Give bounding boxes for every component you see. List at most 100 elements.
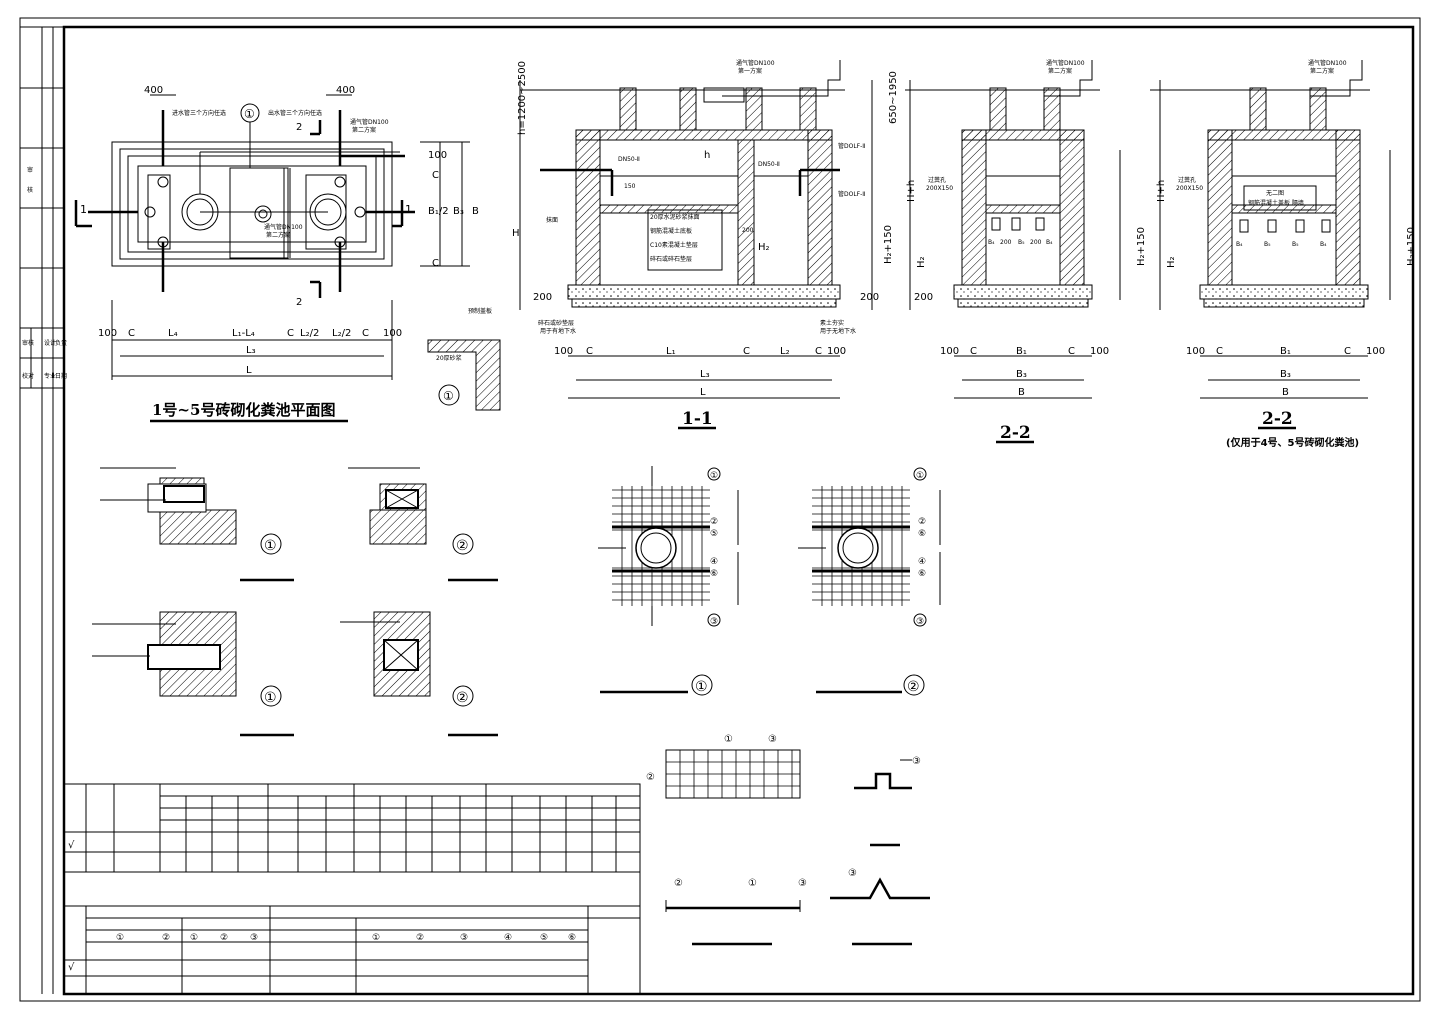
s22a-d200b: 200 [1030,239,1042,246]
plan-inlet-note: 进水管三个方向任选 [172,109,226,117]
plan-dim-Cc: C [362,328,369,339]
detail1-note1: 预制盖板 [468,307,492,315]
s22b-H2: H₂ [1166,256,1177,268]
table1-check: √ [68,840,75,851]
s22a-caption: 2-2 [1000,423,1031,443]
bend-mark: ③ [848,868,857,879]
rb2-mark-5: ③ [916,617,924,627]
rb1-caption: ① [695,679,708,695]
s11-note-0: 20厚水泥砂浆抹面 [650,213,700,221]
table2-mark-4: ③ [250,933,258,943]
s22a-H2: H₂ [916,256,927,268]
bar-detail: ② ① ③ [665,878,807,946]
rebar-detail-1: ① ② ⑤ ④ ⑥ ③ ① [598,466,739,696]
rb2-mark-1: ② [918,517,926,527]
plan-dim-100b: 100 [383,328,402,339]
s11-bottom-l2: 用于有地下水 [540,327,576,335]
table2-mark-6: ② [416,933,424,943]
plan-section-1-left: 1 [80,203,87,216]
s11-dim-100a: 100 [554,346,573,357]
s22a-Cb: C [1068,346,1075,357]
rb2-mark-3: ④ [918,557,926,567]
s11-caption: 1-1 [682,409,713,429]
table2-mark-0: ① [116,933,124,943]
rb1-mark-5: ③ [710,617,718,627]
tb-text-2: 核 [27,186,33,194]
wall-detail-2a-callout: ② [456,538,469,554]
s11-dim-Ca: C [586,346,593,357]
s11-bottom-l: 碎石或砂垫层 [538,319,574,327]
s22b-caption: 2-2 [1262,409,1293,429]
s11-vent: 通气管DN100 [736,59,775,67]
s11-bottom-r: 素土夯实 [820,319,844,327]
plan-vent-note2: 第二方案 [352,126,376,134]
rb2-mark-4: ⑥ [918,569,926,579]
s22b-b5b: B₅ [1292,241,1299,248]
section-1-1: 20厚水泥砂浆抹面 钢筋混凝土底板 C10素混凝土垫层 碎石或碎石垫层 DN50… [512,59,899,430]
s11-bottom-r2: 用于无地下水 [820,327,856,335]
tb-text-4: 校对 [22,372,34,380]
wall-detail-2b: ② [340,611,498,737]
s22b-H2plus: H₂+150 [1406,227,1417,266]
s11-range2: 650~1950 [888,71,899,124]
hook-detail: ③ [854,756,921,847]
s22a-B: B [1018,387,1025,398]
s11-note-3: 碎石或碎石垫层 [650,255,692,263]
s22a-Ca: C [970,346,977,357]
s22b-d100a: 100 [1186,346,1205,357]
rb2-mark-0: ① [916,471,924,481]
s22b-B: B [1282,387,1289,398]
table-1: √ [63,783,641,873]
detail-1-cover: 预制盖板 20厚砂浆 ① [427,307,501,411]
s22a-B1: B₁ [1016,346,1027,357]
s11-dim-100b: 100 [827,346,846,357]
plan-dim-Ca: C [128,328,135,339]
plan-vent-note: 通气管DN100 [350,118,389,126]
s22a-b4b: B₄ [1046,239,1053,246]
s11-dim-L: L [700,387,706,398]
s11-d200: 200 [533,292,552,303]
bar-mark-0: ② [674,878,683,889]
s22a-d200: 200 [1000,239,1012,246]
rb2-caption: ② [907,679,920,695]
plan-vent-center2: 第二方案 [266,231,290,239]
wall-detail-1b-callout: ① [264,690,277,706]
plan-dim-rB: B [472,206,479,217]
table2-mark-5: ① [372,933,380,943]
plan-dim-rB3: B₃ [453,206,464,217]
plan-section-2-top: 2 [296,122,302,133]
s22a-H2plus: H₂+150 [1136,227,1147,266]
s22a-b4: B₄ [988,239,995,246]
s11-h: h [704,150,710,161]
s11-H2: H₂ [758,242,770,253]
rb1-mark-1: ② [710,517,718,527]
s22b-sign-sub: 钢筋混凝土盖板 隔墙 [1248,199,1304,207]
rebar-detail-2: ① ② ⑥ ④ ⑥ ③ ② [798,467,941,696]
s11-dim-L1: L₁ [666,346,676,357]
table-2: ① ② ① ② ③ ① ② ③ ④ ⑤ ⑥ √ [63,905,641,995]
s22b-sign: 无二图 [1266,190,1284,197]
bar-mark-2: ③ [798,878,807,889]
table2-mark-9: ⑤ [540,933,548,943]
s11-plaster: 抹面 [546,216,558,224]
rb1-mark-3: ④ [710,557,718,567]
s11-vent2: 第一方案 [738,67,762,75]
bar-mark-1: ① [748,878,757,889]
detail1-note2: 20厚砂浆 [436,354,462,362]
s22b-hole: 过粪孔 [1178,176,1196,184]
s11-pipe1: DN50-Ⅱ [618,156,640,163]
s22b-vent2: 第二方案 [1310,67,1334,75]
plan-dim-400b: 400 [336,85,355,96]
table2-mark-3: ② [220,933,228,943]
wall-detail-2b-callout: ② [456,690,469,706]
inner-frame [62,25,1415,996]
plan-dim-rC2: C [432,258,439,269]
wall-detail-2a: ② [348,467,498,582]
s11-d150: 150 [624,183,636,190]
s11-dolf1: 管DOLF-Ⅱ [838,142,865,150]
s22a-B3: B₃ [1016,369,1027,380]
mesh-mark-0: ① [724,734,733,745]
plan-dim-L2b: L₂/2 [332,328,351,339]
tb-text-8: 日期 [55,372,67,380]
